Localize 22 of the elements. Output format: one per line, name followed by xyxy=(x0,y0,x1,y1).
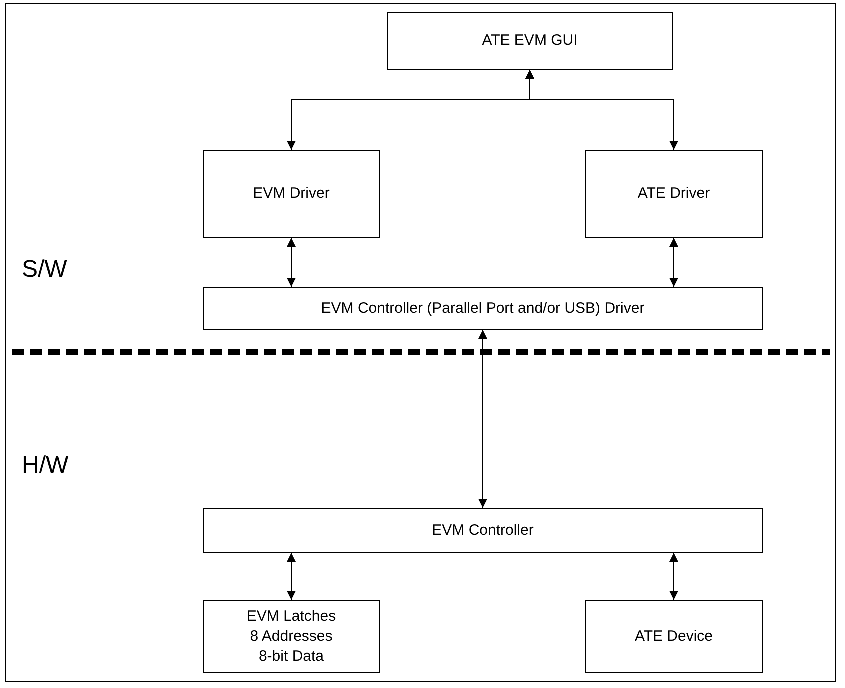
connector-arrow xyxy=(478,330,488,508)
connector-arrow xyxy=(287,552,296,600)
box-label: ATE EVM GUI xyxy=(482,31,578,51)
box-label: ATE Driver xyxy=(638,184,710,204)
process-box xyxy=(203,600,380,673)
box-label: EVM Driver xyxy=(253,184,330,204)
connector-arrow xyxy=(670,238,678,288)
process-box xyxy=(387,12,673,70)
process-box xyxy=(203,287,763,330)
connector-arrow xyxy=(287,238,296,288)
section-label: H/W xyxy=(22,451,69,481)
process-box xyxy=(203,150,380,238)
process-box xyxy=(585,600,763,673)
section-label: S/W xyxy=(22,255,68,285)
process-box xyxy=(585,150,763,238)
box-label: EVM Latches 8 Addresses 8-bit Data xyxy=(246,606,338,666)
box-label: EVM Controller (Parallel Port and/or USB) Driver xyxy=(321,298,645,318)
connector-arrow xyxy=(526,70,678,150)
box-label: EVM Controller xyxy=(432,520,534,540)
connector-arrow xyxy=(670,552,678,600)
box-label: ATE Device xyxy=(634,626,714,646)
process-box xyxy=(203,508,763,553)
